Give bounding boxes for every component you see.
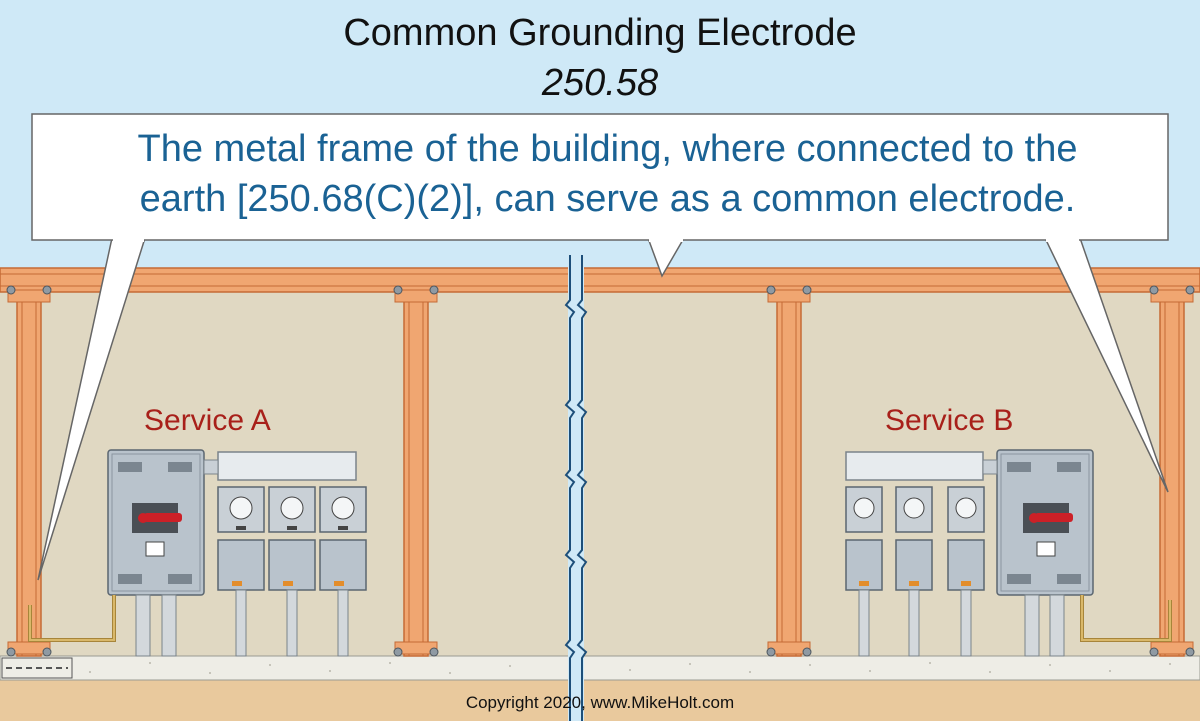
meter-socket: [319, 486, 367, 591]
steel-column: [394, 289, 438, 657]
steel-column: [7, 289, 51, 657]
beam-bolts: [6, 285, 1195, 657]
meter-socket: [845, 486, 883, 591]
meter-socket: [895, 486, 933, 591]
diagram-title: Common Grounding Electrode: [343, 12, 857, 54]
footing-rebar: [1, 657, 73, 679]
service-a-label: Service A: [144, 404, 271, 437]
break-line: [564, 255, 588, 721]
meter-socket: [268, 486, 316, 591]
callout-text: The metal frame of the building, where c…: [40, 124, 1175, 224]
steel-column: [1150, 289, 1194, 657]
callout-line-1: The metal frame of the building, where c…: [137, 128, 1078, 170]
earth-ground: [0, 678, 1200, 721]
copyright-notice: Copyright 2020, www.MikeHolt.com: [465, 693, 735, 712]
service-b-equipment: [845, 449, 1172, 657]
concrete-slab: [0, 655, 1200, 681]
callout-line-2: earth [250.68(C)(2)], can serve as a com…: [139, 178, 1076, 220]
callout-bubble: [31, 113, 1169, 581]
service-a-equipment: [28, 449, 367, 657]
steel-beam: [0, 267, 1200, 293]
slab-speckles: [29, 662, 1171, 674]
steel-column: [767, 289, 811, 657]
meter-socket: [947, 486, 985, 591]
meter-socket: [217, 486, 265, 591]
wireway: [217, 451, 357, 481]
service-b-label: Service B: [885, 404, 1014, 437]
code-section: 250.58: [541, 62, 659, 104]
wireway: [845, 451, 984, 481]
